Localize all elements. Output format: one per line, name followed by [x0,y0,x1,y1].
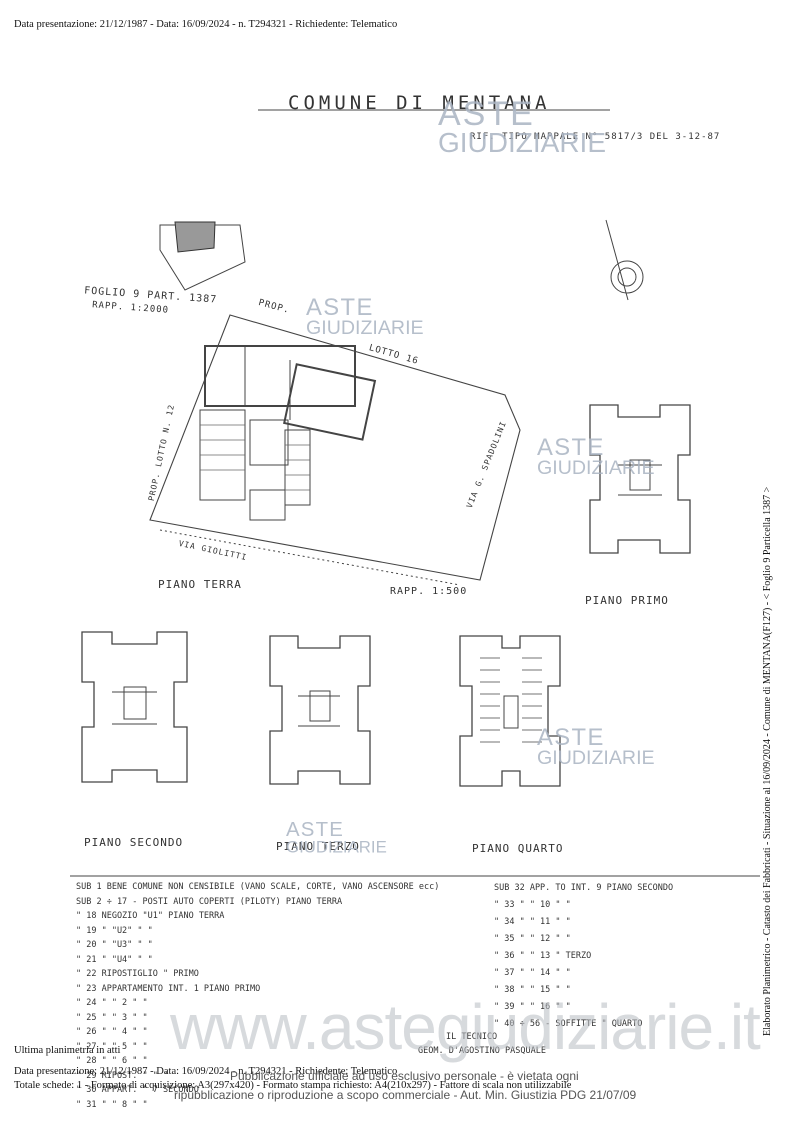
scale-label: RAPP. 1:500 [390,586,468,597]
watermark-aste-4: ASTE GIUDIZIARIE [537,723,655,769]
header-text: Data presentazione: 21/12/1987 - Data: 1… [14,19,398,30]
legend-row: " 37 " " 14 " " [494,968,571,978]
legend-right: SUB 32 APP. TO INT. 9 PIANO SECONDO " 33… [494,880,673,1033]
legend-row: " 20 " "U3" " " [76,940,153,950]
legend-row: " 24 " " 2 " " [76,998,148,1008]
floor-label-terra: PIANO TERRA [158,578,242,591]
legend-left: SUB 1 BENE COMUNE NON CENSIBILE (VANO SC… [76,880,439,1112]
watermark-giudiziarie-text: GIUDIZIARIE [537,456,655,479]
watermark-aste-text: ASTE [306,293,374,321]
footer-notice-2: ripubblicazione o riproduzione a scopo c… [174,1088,637,1102]
watermark-aste-1: ASTE GIUDIZIARIE [438,95,607,159]
floor-label-secondo: PIANO SECONDO [84,836,184,849]
watermark-giudiziarie-text: GIUDIZIARIE [537,746,655,769]
legend-row: " 34 " " 11 " " [494,917,571,927]
watermark-aste-5: ASTE GIUDIZIARIE [286,818,387,857]
legend-row: " 27 " " 5 " " [76,1041,148,1052]
watermark-aste-text: ASTE [537,723,605,751]
floor-label-quarto: PIANO QUARTO [472,842,564,855]
footer-line1: Data presentazione: 21/12/1987 - Data: 1… [14,1066,398,1077]
floor-label-primo: PIANO PRIMO [585,594,669,607]
legend-row: " 28 " " 6 " " [76,1056,148,1066]
legend-row: " 30 APPART. " 7 SECONDO [76,1085,199,1095]
legend-row: " 19 " "U2" " " [76,925,153,936]
legend-row: SUB 2 ÷ 17 - POSTI AUTO COPERTI (PILOTY)… [76,896,343,907]
legend-row: " 18 NEGOZIO "U1" PIANO TERRA [76,911,225,921]
legend-row: " 31 " " 8 " " [76,1099,148,1110]
legend-row: " 38 " " 15 " " [494,985,571,995]
watermark-aste-3: ASTE GIUDIZIARIE [537,433,655,479]
watermark-aste-text: ASTE [537,433,605,461]
legend-row: " 35 " " 12 " " [494,934,571,944]
legend-row: " 36 " " 13 " TERZO [494,951,592,961]
legend-row: " 40 ÷ 56 - SOFFITTE " QUARTO [494,1019,643,1029]
footer-notice-1: Pubblicazione ufficiale ad uso esclusivo… [230,1069,579,1083]
watermark-aste-text: ASTE [286,818,345,841]
legend-row: " 39 " " 16 " " [494,1002,571,1012]
watermark-giudiziarie-text: GIUDIZIARIE [286,837,387,857]
side-caption: Elaborato Planimetrico - Catasto dei Fab… [762,486,773,1036]
legend-row: SUB 32 APP. TO INT. 9 PIANO SECONDO [494,883,674,893]
footer-line2: Totale schede: 1 - Formato di acquisizio… [14,1080,572,1091]
legend-row: " 22 RIPOSTIGLIO " PRIMO [76,969,199,979]
watermark-giudiziarie-text: GIUDIZIARIE [306,316,424,339]
legend-row: " 29 RIPOST. " " " [76,1070,169,1081]
footer-ultima: Ultima planimetria in atti [14,1045,121,1056]
legend-row: " 26 " " 4 " " [76,1027,148,1037]
legend-row: " 21 " "U4" " " [76,954,153,965]
drawing-title: COMUNE DI MENTANA [288,92,551,114]
legend-row: " 23 APPARTAMENTO INT. 1 PIANO PRIMO [76,983,261,994]
legend-row: " 25 " " 3 " " [76,1012,148,1023]
watermark-aste-2: ASTE GIUDIZIARIE [306,293,424,339]
watermark-url: www.astegiudiziarie.it [170,991,761,1063]
watermark-giudiziarie-text: GIUDIZIARIE [438,127,607,159]
tecnico-label: IL TECNICO [446,1032,498,1042]
legend-row: " 33 " " 10 " " [494,900,571,910]
legend-row: SUB 1 BENE COMUNE NON CENSIBILE (VANO SC… [76,882,440,892]
drawing-subtitle: RIF. TIPO MAPPALE N° 5817/3 DEL 3-12-87 [470,132,721,142]
watermark-aste-text: ASTE [438,95,535,133]
floor-label-terzo: PIANO TERZO [276,840,360,853]
tecnico-name: GEOM. D'AGOSTINO PASQUALE [418,1046,546,1056]
